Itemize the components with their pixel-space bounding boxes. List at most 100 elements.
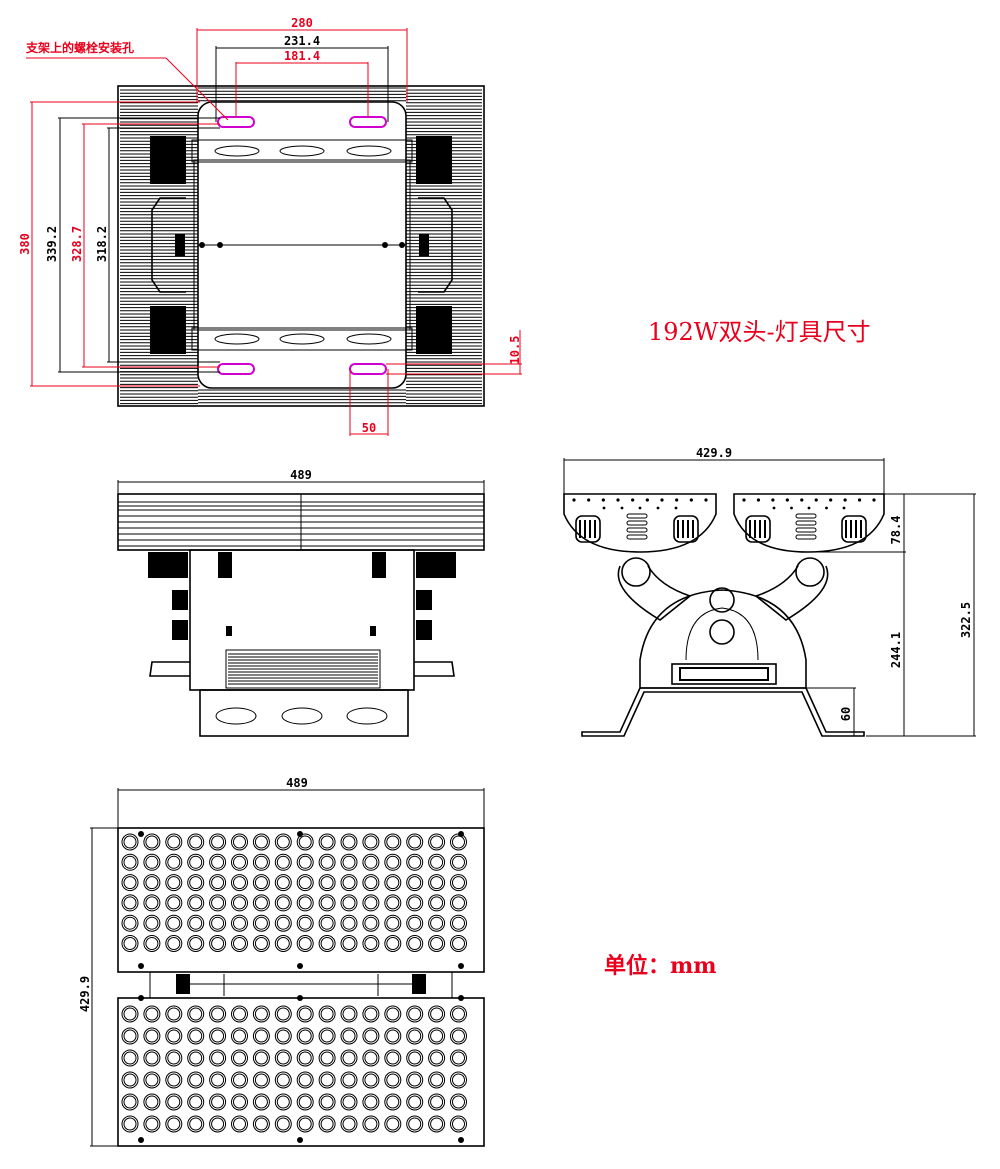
led: [231, 914, 248, 932]
led: [231, 1027, 248, 1045]
led: [428, 833, 446, 851]
led: [450, 1049, 467, 1067]
led: [121, 935, 139, 952]
dim-60: 60: [839, 707, 853, 721]
led: [165, 1049, 183, 1067]
led: [362, 914, 380, 932]
led: [362, 1027, 380, 1045]
led: [340, 833, 358, 851]
led: [318, 833, 336, 851]
led: [274, 894, 292, 912]
led: [187, 1115, 205, 1133]
led: [428, 1071, 446, 1089]
led: [406, 1093, 424, 1111]
led: [340, 914, 358, 932]
led: [340, 853, 358, 871]
led: [428, 894, 446, 912]
led: [362, 853, 380, 871]
led: [450, 1115, 467, 1133]
led: [340, 1049, 358, 1067]
led: [362, 1115, 380, 1133]
led: [143, 833, 161, 851]
led: [143, 853, 161, 871]
led: [340, 874, 358, 892]
dim-280: 280: [291, 16, 313, 30]
led: [231, 874, 248, 892]
led: [231, 853, 248, 871]
led: [384, 874, 402, 892]
led: [165, 874, 183, 892]
led: [252, 935, 270, 952]
dim-bottom-489: 489: [286, 776, 308, 790]
led: [450, 935, 467, 952]
dim-380: 380: [18, 233, 32, 255]
top-view-driver-box: [193, 159, 411, 331]
led: [143, 1005, 161, 1023]
led: [296, 1071, 314, 1089]
front-view-bracket: [199, 689, 409, 737]
led: [252, 1093, 270, 1111]
top-view-handle-left: [151, 197, 186, 293]
led: [318, 1005, 336, 1023]
dim-side-429-9: 429.9: [696, 446, 732, 460]
led: [428, 1027, 446, 1045]
led: [384, 853, 402, 871]
led: [362, 833, 380, 851]
led: [406, 914, 424, 932]
led: [384, 1071, 402, 1089]
led: [274, 914, 292, 932]
led: [252, 914, 270, 932]
dim-78-4: 78.4: [889, 516, 903, 545]
led: [296, 894, 314, 912]
led: [143, 1093, 161, 1111]
dim-181-4: 181.4: [284, 49, 320, 63]
led: [274, 1071, 292, 1089]
dim-bottom-429-9: 429.9: [78, 976, 92, 1012]
led: [274, 1115, 292, 1133]
top-view-slot-tl: [217, 116, 255, 128]
top-view-handle-right: [418, 197, 453, 293]
top-view-block-tl: [150, 136, 186, 184]
led: [296, 1093, 314, 1111]
led: [121, 833, 139, 851]
led: [209, 833, 227, 851]
dim-322-5: 322.5: [959, 602, 973, 638]
led: [121, 1027, 139, 1045]
dim-339-2: 339.2: [45, 226, 59, 262]
led: [231, 894, 248, 912]
led: [121, 1049, 139, 1067]
led: [274, 1005, 292, 1023]
led: [187, 1049, 205, 1067]
led: [340, 1071, 358, 1089]
led: [450, 1093, 467, 1111]
led: [362, 1049, 380, 1067]
led: [121, 1115, 139, 1133]
led: [450, 1027, 467, 1045]
led: [231, 1005, 248, 1023]
led: [231, 935, 248, 952]
dim-231-4: 231.4: [284, 34, 320, 48]
led: [296, 1115, 314, 1133]
led: [318, 935, 336, 952]
led: [252, 894, 270, 912]
top-view-block-bl: [150, 306, 186, 354]
front-view: 489: [117, 468, 485, 737]
bottom-view: 489 429.9: [78, 776, 485, 1147]
led: [252, 1005, 270, 1023]
side-view-base: [581, 687, 865, 737]
led: [406, 1049, 424, 1067]
led: [450, 833, 467, 851]
led: [450, 1071, 467, 1089]
led: [406, 1027, 424, 1045]
led: [296, 1005, 314, 1023]
drawing-title: 192W双头-灯具尺寸: [648, 318, 871, 346]
led: [428, 1115, 446, 1133]
led: [121, 914, 139, 932]
led: [231, 1071, 248, 1089]
led: [143, 874, 161, 892]
dim-328-7: 328.7: [70, 226, 84, 262]
led: [406, 1005, 424, 1023]
led: [340, 1005, 358, 1023]
led: [450, 894, 467, 912]
led: [165, 1027, 183, 1045]
